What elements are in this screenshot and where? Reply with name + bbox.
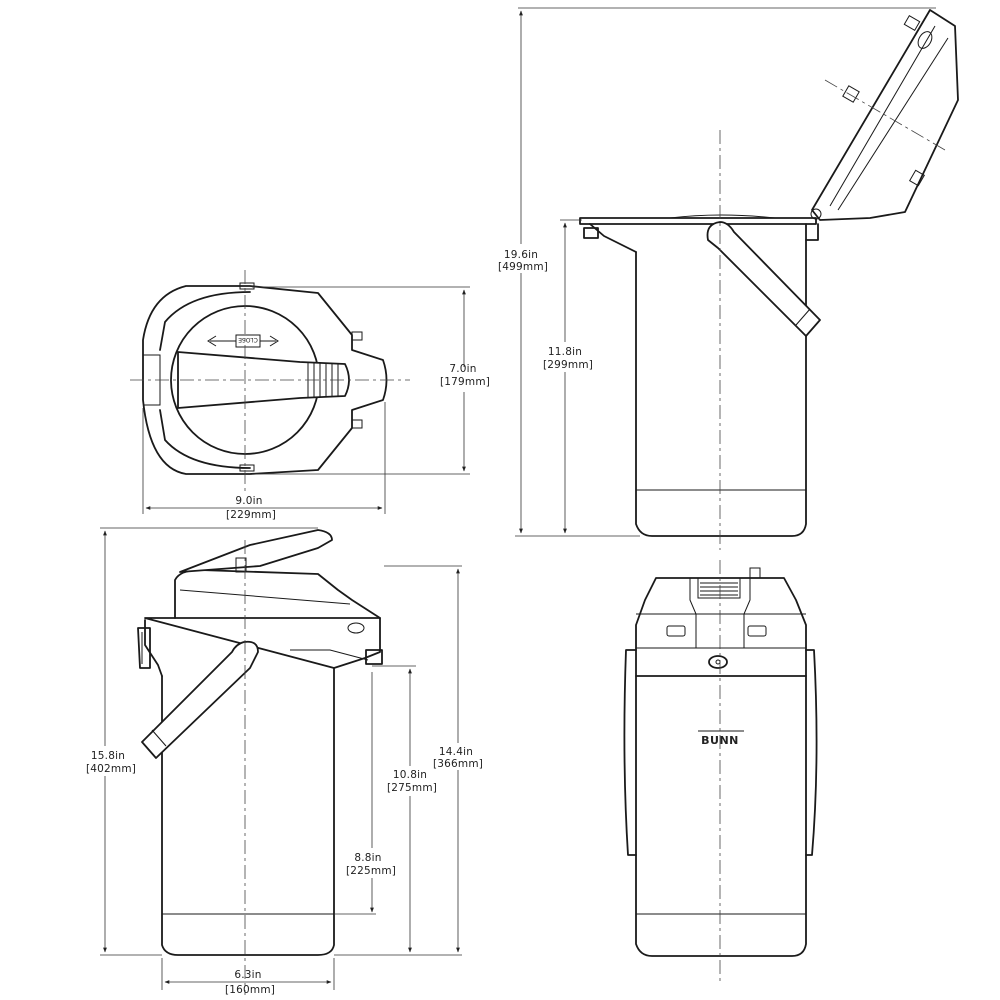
side-view-lid-open: 19.6in [499mm] 11.8in [299mm] — [498, 7, 959, 550]
front-handle-right — [805, 649, 818, 856]
front-window-right — [747, 625, 767, 637]
spout-tab-top — [351, 331, 363, 341]
base-diameter-metric: [160mm] — [225, 984, 275, 996]
spout-height-imperial: 14.4in — [439, 746, 473, 758]
close-label: CLOSE — [238, 336, 258, 343]
closed-lid-button — [347, 622, 365, 634]
front-window-left — [666, 625, 686, 637]
open-lid — [810, 9, 959, 221]
top-view-handle-loop — [159, 291, 251, 469]
side-view-closed: 15.8in [402mm] 14.4in [366mm] 10.8in [27… — [86, 527, 483, 996]
top-depth-imperial: 7.0in — [449, 363, 476, 375]
body-height-metric: [299mm] — [543, 359, 593, 371]
front-body — [635, 675, 807, 957]
top-view: CLOSE 7.0in [179mm] 9.0in [229mm] — [130, 270, 490, 521]
dispense-height-imperial: 8.8in — [354, 852, 381, 864]
top-width-imperial: 9.0in — [235, 495, 262, 507]
spout-clearance-metric: [275mm] — [387, 782, 437, 794]
front-view: BUNN — [623, 560, 818, 985]
open-body — [635, 239, 807, 537]
top-view-outline — [142, 285, 388, 475]
closed-spout — [365, 649, 383, 665]
dispense-height-metric: [225mm] — [346, 865, 396, 877]
top-depth-metric: [179mm] — [440, 376, 490, 388]
front-spout — [708, 655, 728, 669]
base-diameter-imperial: 6.3in — [234, 969, 261, 981]
closed-body — [161, 667, 335, 956]
spout-tab-bottom — [351, 419, 363, 429]
overall-height-metric: [402mm] — [86, 763, 136, 775]
top-width-metric: [229mm] — [226, 509, 276, 521]
open-handle — [706, 221, 821, 337]
close-arrow-marking: CLOSE — [207, 334, 279, 348]
front-lever-grip — [697, 577, 741, 599]
closed-upper — [144, 617, 381, 677]
closed-handle — [141, 640, 259, 759]
spout-height-metric: [366mm] — [433, 758, 483, 770]
front-handle-left — [623, 649, 637, 856]
spout-clearance-imperial: 10.8in — [393, 769, 427, 781]
open-height-imperial: 19.6in — [504, 249, 538, 261]
closed-lever — [179, 529, 333, 573]
open-spout — [583, 227, 599, 239]
front-upper — [635, 577, 807, 677]
overall-height-imperial: 15.8in — [91, 750, 125, 762]
body-height-imperial: 11.8in — [548, 346, 582, 358]
open-height-metric: [499mm] — [498, 261, 548, 273]
